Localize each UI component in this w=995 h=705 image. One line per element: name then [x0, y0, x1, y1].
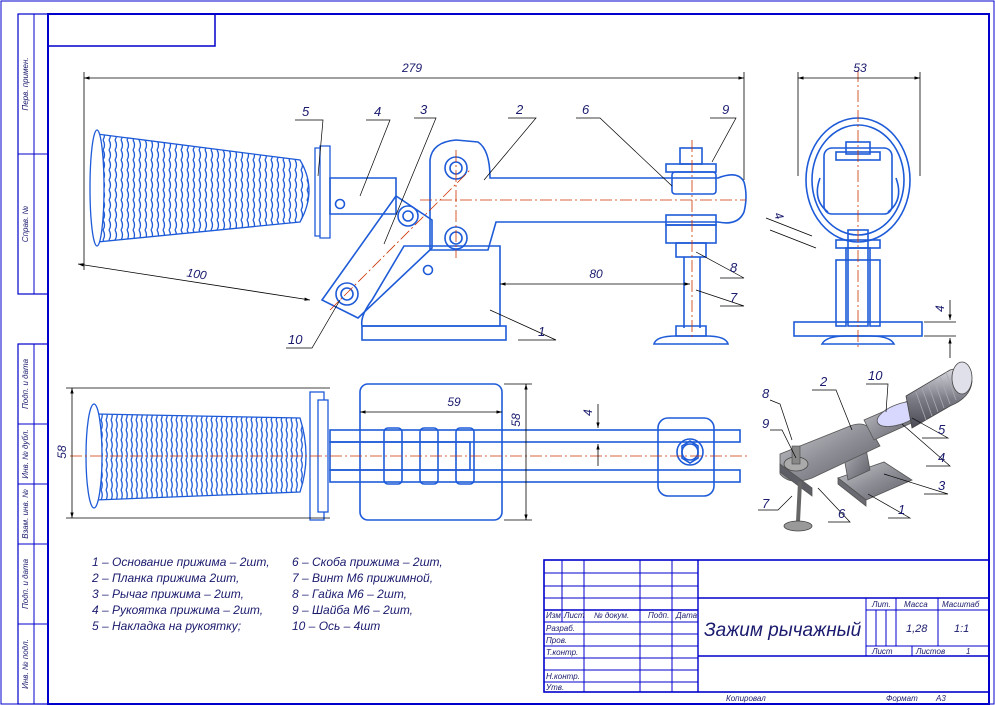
dim-side-width: 53 — [853, 61, 867, 75]
tb-izm: Изм. — [546, 611, 563, 620]
dim-total-length: 279 — [401, 61, 422, 75]
iso-callout-3: 3 — [938, 478, 946, 493]
tb-role-utv: Утв. — [545, 683, 564, 692]
front-clamp-body — [320, 139, 747, 345]
dim-side-plate: 4 — [933, 305, 947, 312]
iso-callout-4: 4 — [938, 450, 945, 465]
legend-item: 2 – Планка прижима 2шт, — [91, 571, 239, 585]
top-dimensions — [66, 383, 600, 521]
legend-item: 1 – Основание прижима – 2шт, — [92, 555, 270, 569]
callout-7: 7 — [730, 290, 738, 305]
footer-format-value: А3 — [935, 694, 946, 703]
iso-callout-5: 5 — [938, 422, 946, 437]
tb-sheets-label: Листов — [915, 647, 945, 656]
iso-leaders — [758, 383, 951, 523]
top-view: 59 58 58 4 — [55, 383, 748, 521]
dim-base-width: 58 — [55, 445, 69, 459]
dim-top-width: 58 — [509, 413, 523, 427]
legend-item: 5 – Накладка на рукоятку; — [92, 619, 241, 633]
callout-1: 1 — [538, 324, 545, 339]
title-block: Изм. Лист № докум. Подп. Дата Разраб. Пр… — [543, 559, 990, 693]
dim-top-gap: 4 — [581, 409, 595, 416]
isometric-view: 2 10 8 9 5 4 3 1 6 7 — [758, 361, 973, 532]
tb-scale-label: Масштаб — [942, 600, 980, 609]
footer-copied: Копировал — [726, 694, 766, 703]
tb-list: Лист — [563, 611, 585, 620]
stamp-vzam-inv: Взам. инв. № — [21, 489, 30, 539]
callout-10: 10 — [288, 332, 303, 347]
dim-reach: 80 — [589, 267, 603, 281]
legend-item: 9 – Шайба М6 – 2шт, — [292, 603, 413, 617]
side-view: 53 4 4 — [765, 61, 956, 358]
footer-format: Формат — [886, 694, 918, 703]
front-handle-grip — [89, 129, 331, 247]
tb-lit-label: Лит. — [871, 600, 891, 609]
tb-doc: № докум. — [594, 611, 629, 620]
tb-mass-label: Масса — [904, 600, 928, 609]
tb-podp: Подп. — [648, 611, 669, 620]
side-dimensions — [765, 72, 956, 358]
tb-sheets: 1 — [966, 647, 970, 656]
iso-callouts: 2 10 8 9 5 4 3 1 6 7 — [762, 368, 946, 521]
dim-base-length: 59 — [447, 395, 461, 409]
stamp-inv-dubl: Инв. № дубл. — [21, 429, 30, 478]
legend-item: 8 – Гайка М6 – 2шт, — [292, 587, 407, 601]
iso-callout-2: 2 — [819, 374, 828, 389]
legend-item: 7 – Винт М6 прижимной, — [292, 571, 433, 585]
tb-role-prov: Пров. — [546, 636, 567, 645]
side-stamps: Перв. примен. Справ. № Подп. и дата Инв.… — [21, 57, 30, 688]
tb-role-tkontr: Т.контр. — [546, 648, 578, 657]
callout-3: 3 — [420, 102, 428, 117]
callout-2: 2 — [515, 102, 524, 117]
tb-data: Дата — [675, 611, 698, 620]
front-center-lines — [329, 140, 746, 340]
front-view: 279 100 80 5 4 3 2 6 9 8 7 1 10 — [77, 61, 747, 349]
iso-callout-8: 8 — [762, 386, 770, 401]
iso-callout-9: 9 — [762, 416, 769, 431]
callout-4: 4 — [374, 104, 381, 119]
tb-mass: 1,28 — [906, 623, 928, 635]
legend-item: 3 – Рычаг прижима – 2шт, — [92, 587, 244, 601]
callout-9: 9 — [722, 102, 729, 117]
callout-6: 6 — [582, 102, 590, 117]
legend-item: 4 – Рукоятка прижима – 2шт, — [92, 603, 263, 617]
tb-title: Зажим рычажный — [704, 620, 862, 641]
tb-role-razrab: Разраб. — [546, 624, 575, 633]
tb-sheet-label: Лист — [871, 647, 893, 656]
iso-callout-7: 7 — [762, 496, 770, 511]
stamp-sprav-no: Справ. № — [21, 205, 30, 242]
tb-scale: 1:1 — [954, 623, 969, 635]
stamp-inv-podl: Инв. № подл. — [21, 639, 30, 689]
callout-8: 8 — [730, 260, 738, 275]
parts-legend: 1 – Основание прижима – 2шт, 2 – Планка … — [91, 555, 443, 633]
dim-handle-length: 100 — [186, 266, 208, 283]
front-dimensions — [77, 72, 745, 301]
iso-callout-10: 10 — [868, 368, 883, 383]
stamp-podp-data-1: Подп. и дата — [21, 358, 30, 409]
legend-item: 6 – Скоба прижима – 2шт, — [292, 555, 443, 569]
stamp-podp-data-2: Подп. и дата — [21, 558, 30, 609]
legend-item: 10 – Ось – 4шт — [292, 619, 380, 633]
iso-callout-1: 1 — [898, 502, 905, 517]
stamp-perv-primen: Перв. примен. — [21, 57, 30, 110]
front-callouts: 5 4 3 2 6 9 8 7 1 10 — [288, 102, 738, 347]
dim-side-gap: 4 — [771, 210, 787, 221]
callout-5: 5 — [302, 104, 310, 119]
tb-role-nkontr: Н.контр. — [546, 672, 580, 681]
front-leaders — [286, 117, 745, 349]
iso-callout-6: 6 — [838, 506, 846, 521]
